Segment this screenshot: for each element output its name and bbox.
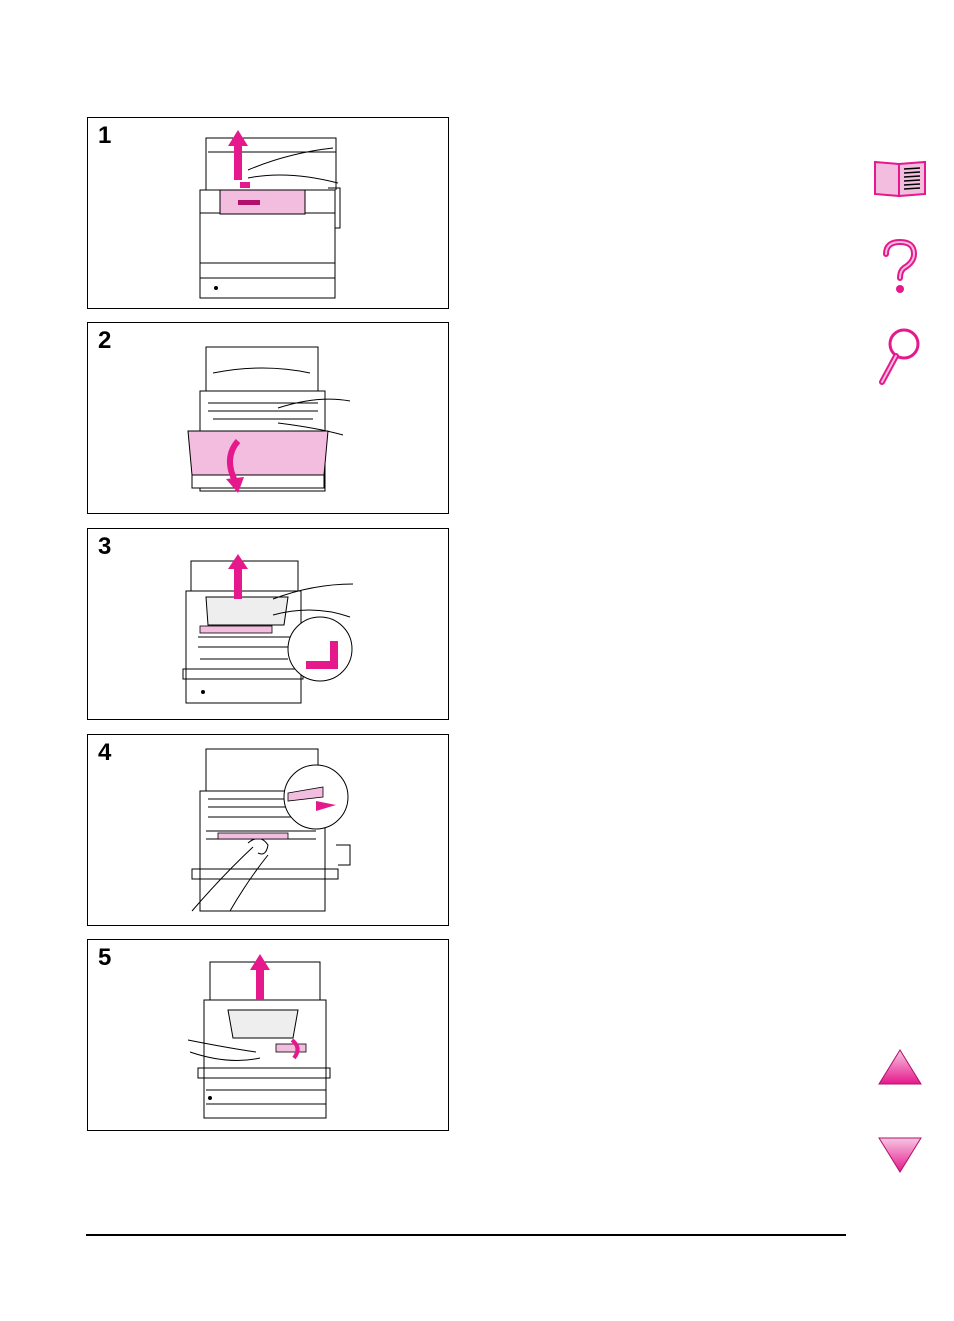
step-2-panel: 2 xyxy=(87,322,449,514)
step-1-panel: 1 xyxy=(87,117,449,309)
step-5-illustration xyxy=(88,940,450,1132)
footer-rule xyxy=(86,1234,846,1236)
book-icon[interactable] xyxy=(871,156,929,200)
step-1-illustration xyxy=(88,118,450,310)
step-4-panel: 4 xyxy=(87,734,449,926)
search-icon[interactable] xyxy=(876,326,922,386)
step-2-illustration xyxy=(88,323,450,515)
step-3-illustration xyxy=(88,529,450,721)
step-4-illustration xyxy=(88,735,450,927)
step-3-panel: 3 xyxy=(87,528,449,720)
next-page-icon[interactable] xyxy=(877,1136,923,1174)
previous-page-icon[interactable] xyxy=(877,1048,923,1086)
step-5-panel: 5 xyxy=(87,939,449,1131)
help-icon[interactable] xyxy=(878,238,922,296)
